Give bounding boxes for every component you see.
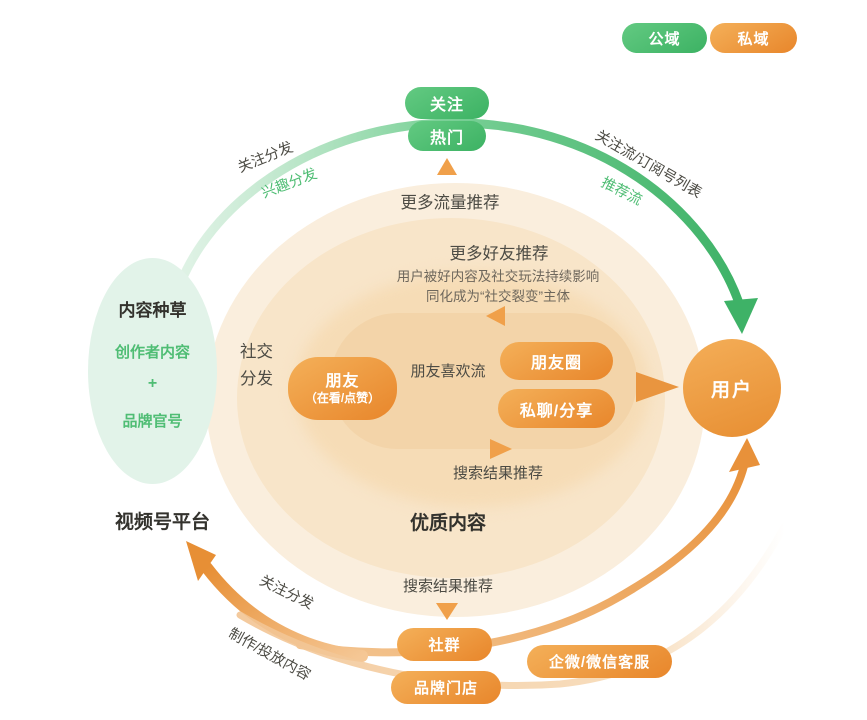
follow-label: 关注	[429, 97, 464, 114]
green-arrowhead-to-user	[724, 298, 758, 334]
friends-like-flow-label: 朋友喜欢流	[410, 363, 486, 380]
legend-public-pill: 公域	[622, 23, 707, 53]
private-chat-label: 私聊/分享	[519, 402, 594, 420]
platform-caption: 视频号平台	[114, 512, 210, 533]
user-label: 用户	[710, 379, 753, 401]
social-dispatch-line1: 社交	[240, 343, 273, 361]
creator-content-label: 创作者内容	[114, 344, 190, 361]
friends-pill: 朋友 （在看/点赞）	[288, 357, 397, 420]
wecom-service-label: 企微/微信客服	[548, 654, 651, 671]
brand-store-pill: 品牌门店	[391, 671, 501, 704]
step-arrow-left-icon	[486, 306, 505, 326]
brand-store-label: 品牌门店	[413, 680, 478, 697]
step-arrow-right-icon	[490, 439, 512, 459]
private-light-arc	[236, 521, 789, 689]
legend-public-label: 公域	[648, 30, 681, 48]
private-arrowhead-to-user	[729, 438, 760, 472]
influence-line2: 同化成为“社交裂变”主体	[426, 289, 570, 304]
user-node: 用户	[683, 339, 781, 437]
traffic-reco-label: 更多流量推荐	[400, 194, 500, 212]
content-seeding-title: 内容种草	[118, 301, 187, 320]
step-arrow-down-icon	[436, 603, 458, 620]
social-dispatch-line2: 分发	[240, 370, 273, 388]
private-chat-pill: 私聊/分享	[498, 389, 615, 428]
quality-content-label: 优质内容	[409, 513, 486, 534]
trending-label: 热门	[429, 130, 464, 147]
social-flow-arrowhead	[636, 372, 679, 402]
legend-private-pill: 私域	[710, 23, 797, 53]
community-label: 社群	[428, 637, 461, 654]
moments-label: 朋友圈	[530, 355, 582, 372]
trending-pill: 热门	[408, 121, 486, 151]
search-reco-outer-label: 搜索结果推荐	[402, 578, 493, 595]
moments-pill: 朋友圈	[500, 342, 613, 380]
content-seeding-bubble: 内容种草 创作者内容 + 品牌官号	[88, 258, 217, 484]
influence-line1: 用户被好内容及社交玩法持续影响	[396, 269, 600, 284]
friends-pill-sub: （在看/点赞）	[304, 390, 381, 405]
private-arc-to-platform	[201, 562, 368, 662]
private-arrowhead-to-platform	[186, 541, 216, 581]
brand-account-label: 品牌官号	[122, 413, 183, 430]
community-pill: 社群	[397, 628, 492, 661]
legend-private-label: 私域	[737, 30, 770, 48]
search-reco-inner-label: 搜索结果推荐	[452, 465, 543, 482]
private-arc-to-user	[296, 462, 748, 657]
friend-reco-label: 更多好友推荐	[449, 245, 549, 263]
follow-pill: 关注	[405, 87, 489, 119]
wecom-service-pill: 企微/微信客服	[527, 645, 672, 678]
plus-icon: +	[147, 375, 158, 392]
step-arrow-up-icon	[437, 158, 457, 175]
friends-pill-title: 朋友	[325, 372, 360, 390]
